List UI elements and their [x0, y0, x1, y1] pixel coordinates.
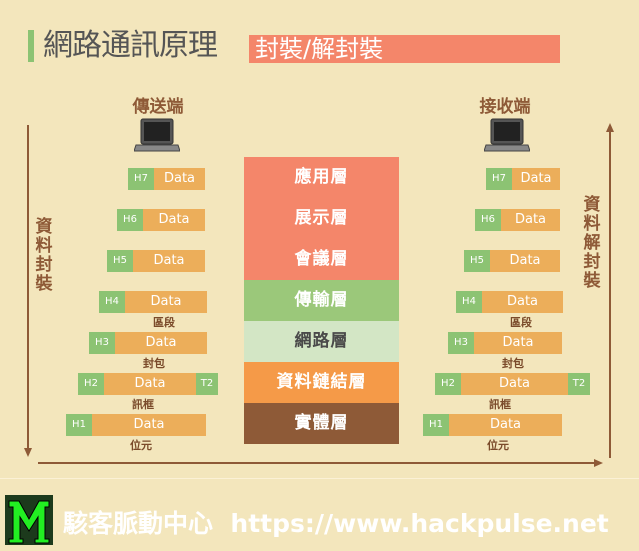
packet-data: Data [449, 414, 562, 436]
decapsulation-label: 資料解封裝 [583, 195, 601, 291]
packet-data: Data [125, 291, 207, 313]
packet-header: H6 [475, 209, 501, 231]
receiver-laptop-icon [484, 118, 530, 152]
pdu-label: 區段 [153, 316, 175, 329]
sender-label: 傳送端 [132, 97, 184, 117]
packet-header: H1 [423, 414, 449, 436]
packet-header: H3 [448, 332, 474, 354]
pdu-label: 訊框 [132, 398, 154, 411]
title-accent-bar [28, 30, 34, 62]
packet-header: H4 [99, 291, 125, 313]
packet-data: Data [92, 414, 206, 436]
packet-data: Data [154, 168, 205, 190]
packet-header: H6 [117, 209, 143, 231]
packet-trailer: T2 [568, 373, 590, 395]
pdu-label: 訊框 [489, 398, 511, 411]
packet-data: Data [482, 291, 563, 313]
packet-data: Data [512, 168, 560, 190]
footer-divider [0, 478, 639, 479]
packet-data: Data [115, 332, 207, 354]
page-title: 網路通訊原理 [43, 28, 218, 63]
page-subtitle: 封裝/解封裝 [249, 35, 560, 63]
packet-header: H2 [435, 373, 461, 395]
packet-header: H1 [66, 414, 92, 436]
osi-layer: 會議層 [244, 239, 399, 280]
packet-data: Data [501, 209, 560, 231]
osi-layer: 應用層 [244, 157, 399, 198]
footer-brand-url[interactable]: 駭客脈動中心 https://www.hackpulse.net [63, 509, 609, 538]
packet-header: H3 [89, 332, 115, 354]
receiver-label: 接收端 [479, 97, 531, 117]
osi-layer: 網路層 [244, 321, 399, 362]
direction-arrows [24, 123, 614, 467]
packet-header: H7 [486, 168, 512, 190]
packet-data: Data [474, 332, 562, 354]
pdu-label: 位元 [487, 439, 509, 452]
osi-layer: 展示層 [244, 198, 399, 239]
packet-trailer: T2 [196, 373, 218, 395]
pdu-label: 區段 [510, 316, 532, 329]
packet-header: H5 [107, 250, 133, 272]
packet-data: Data [133, 250, 205, 272]
packet-header: H2 [78, 373, 104, 395]
hackpulse-logo-icon [5, 495, 53, 545]
pdu-label: 封包 [143, 357, 165, 370]
packet-header: H5 [464, 250, 490, 272]
pdu-label: 封包 [502, 357, 524, 370]
pdu-label: 位元 [130, 439, 152, 452]
encapsulation-label: 資料封裝 [35, 217, 53, 294]
osi-layer: 實體層 [244, 403, 399, 444]
sender-laptop-icon [134, 118, 180, 152]
packet-data: Data [143, 209, 205, 231]
packet-header: H7 [128, 168, 154, 190]
osi-layer: 傳輸層 [244, 280, 399, 321]
packet-data: Data [490, 250, 560, 272]
packet-data: Data [461, 373, 568, 395]
packet-data: Data [104, 373, 196, 395]
osi-layer: 資料鏈結層 [244, 362, 399, 403]
packet-header: H4 [456, 291, 482, 313]
